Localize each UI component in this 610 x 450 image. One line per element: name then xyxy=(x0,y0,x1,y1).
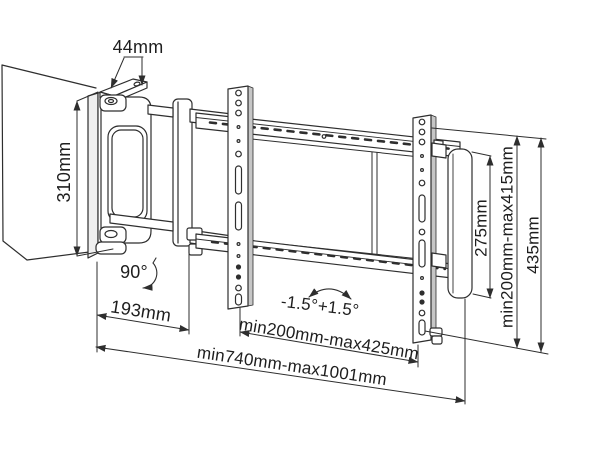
dim-total-height-label: 435mm xyxy=(523,216,543,274)
dim-vesa-height-label: min200mm-max415mm xyxy=(497,146,517,328)
dim-plate-height-label: 310mm xyxy=(54,141,74,203)
dim-top-width-lines xyxy=(110,56,146,89)
dim-slider-height-label: 275mm xyxy=(471,199,491,257)
wall-outline xyxy=(1,64,98,261)
back-panel xyxy=(251,138,421,260)
dim-total-width-lines xyxy=(95,298,466,405)
swivel-angle-arc xyxy=(142,257,158,291)
swivel-angle-label: 90° xyxy=(120,262,148,282)
dim-top-width-label: 44mm xyxy=(112,37,164,57)
dim-plate-height-lines xyxy=(73,91,114,257)
dim-right-height-lines xyxy=(424,127,549,355)
dim-slider-height-lines xyxy=(471,151,494,299)
dim-arm-depth-lines xyxy=(96,247,190,353)
arm-slide-plate xyxy=(172,98,193,247)
tilt-arc xyxy=(308,288,352,300)
left-tv-rail xyxy=(227,85,254,310)
swivel-arm xyxy=(95,94,152,255)
right-tv-rail xyxy=(412,114,437,344)
